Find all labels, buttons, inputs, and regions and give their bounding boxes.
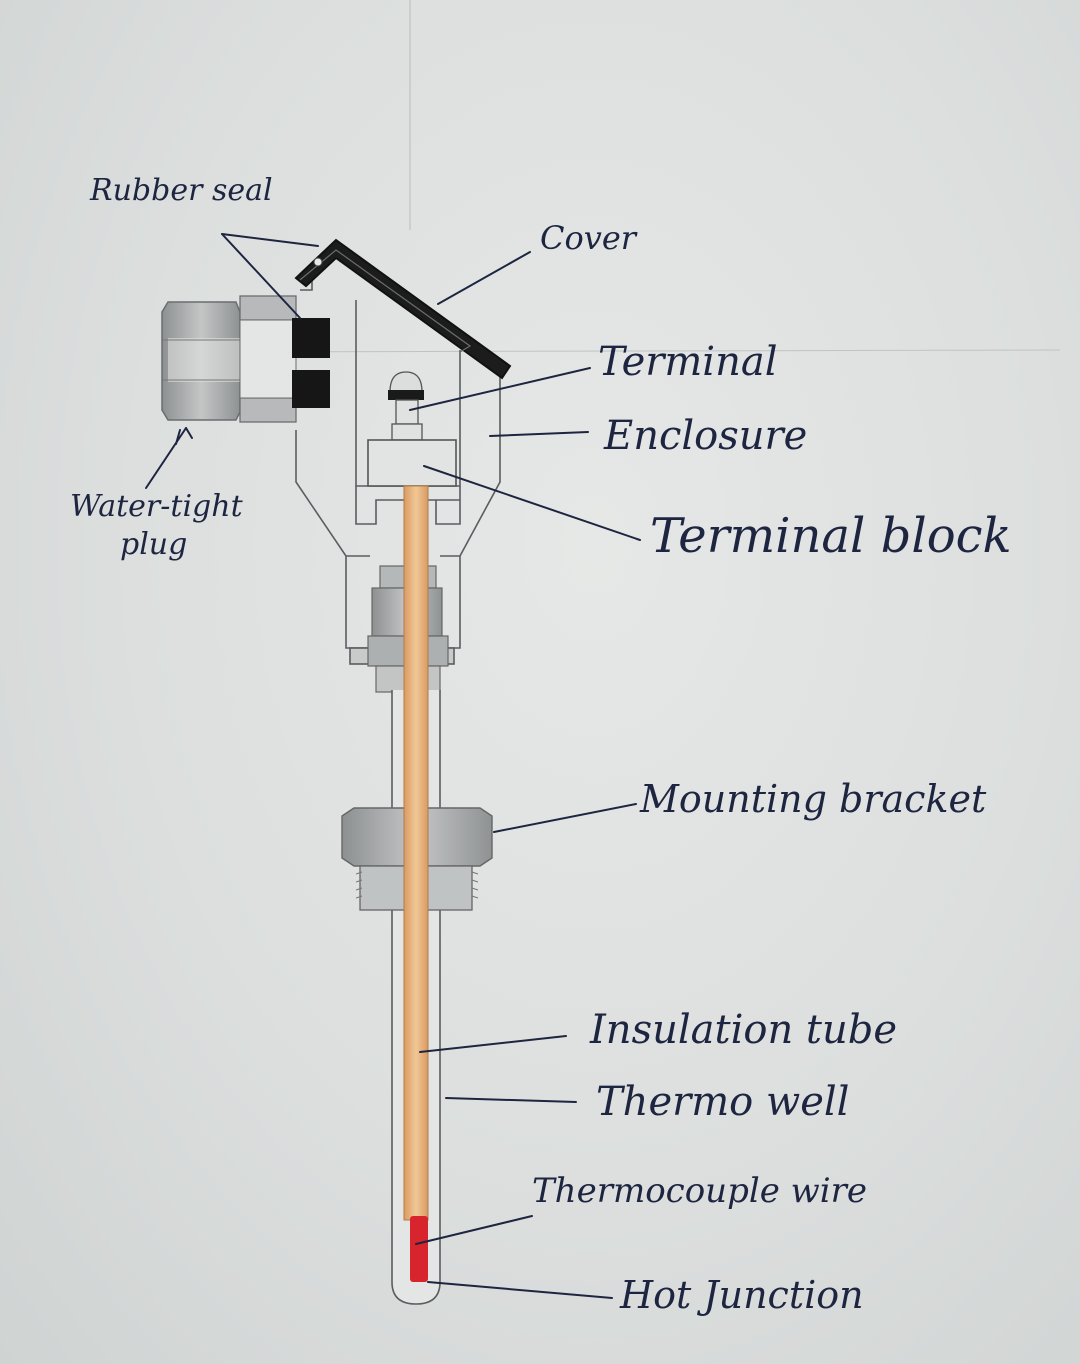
label-insulation-tube: Insulation tube xyxy=(590,1007,898,1053)
leader-terminal-block xyxy=(423,465,641,541)
leader-rubber-seal-1 xyxy=(221,233,301,319)
leader-water-tight-plug xyxy=(145,427,187,489)
terminal xyxy=(388,371,424,441)
thermocouple-wire-tip xyxy=(410,1216,428,1282)
leader-thermocouple-wire xyxy=(415,1215,533,1245)
leader-terminal xyxy=(409,367,591,411)
water-tight-plug xyxy=(161,295,297,423)
label-rubber-seal: Rubber seal xyxy=(90,173,273,208)
label-enclosure: Enclosure xyxy=(604,413,808,459)
guide-line xyxy=(199,349,1061,353)
label-water-tight-line2: plug xyxy=(120,527,188,562)
insulation-tube xyxy=(403,485,429,1221)
label-terminal: Terminal xyxy=(598,339,778,385)
leader-hot-junction xyxy=(427,1281,613,1299)
label-thermocouple-wire: Thermocouple wire xyxy=(532,1171,867,1211)
label-cover: Cover xyxy=(540,219,637,257)
label-water-tight-line1: Water-tight xyxy=(70,489,243,524)
label-mounting-bracket: Mounting bracket xyxy=(640,777,987,821)
cover xyxy=(294,238,512,380)
arrow-head xyxy=(175,427,193,445)
rubber-seal-upper xyxy=(292,318,330,358)
label-thermowell: Thermo well xyxy=(596,1079,850,1125)
label-hot-junction: Hot Junction xyxy=(620,1273,864,1317)
leader-enclosure xyxy=(489,431,589,437)
leader-mounting-bracket xyxy=(493,803,637,833)
leader-insulation-tube xyxy=(419,1035,567,1053)
label-terminal-block: Terminal block xyxy=(650,508,1012,564)
terminal-block xyxy=(367,439,457,487)
rubber-seal-lower xyxy=(292,370,330,408)
leader-rubber-seal-2 xyxy=(221,233,319,247)
leader-cover xyxy=(437,251,531,305)
leader-thermowell xyxy=(445,1097,577,1103)
